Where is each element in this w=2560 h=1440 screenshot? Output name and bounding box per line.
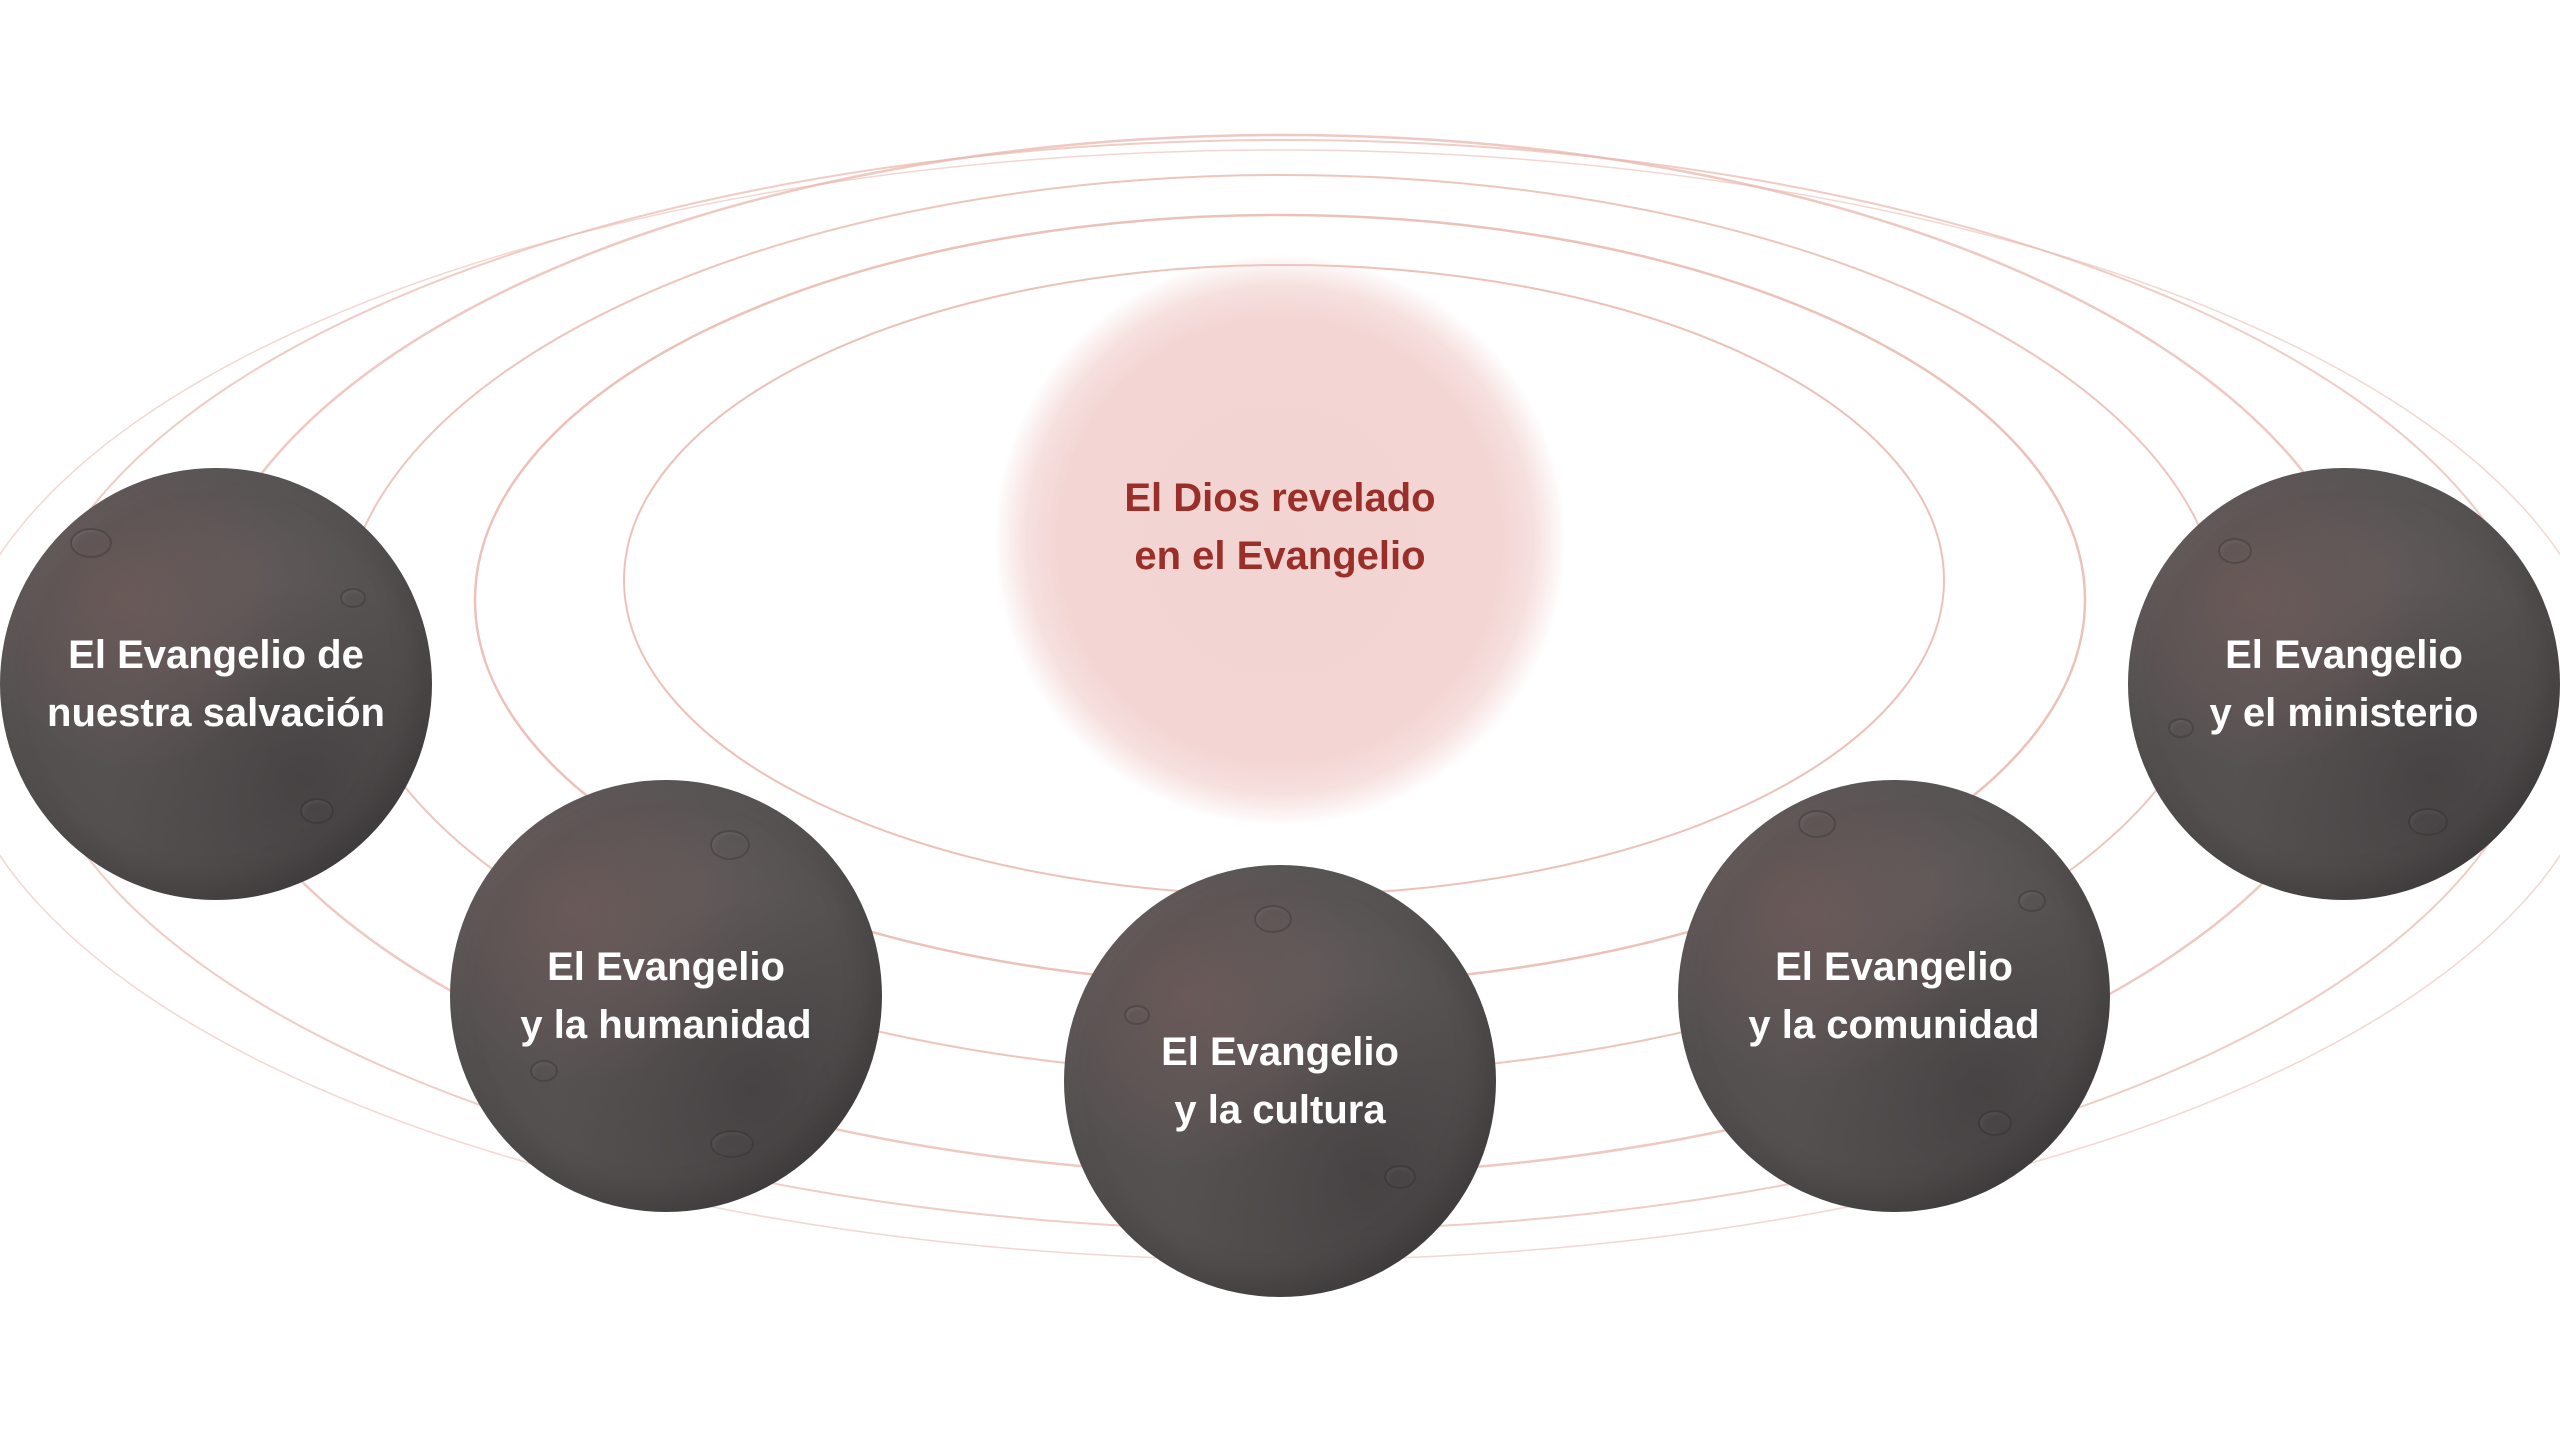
crater-decoration — [1384, 1165, 1416, 1189]
crater-decoration — [1978, 1110, 2012, 1136]
crater-decoration — [2218, 538, 2252, 564]
crater-decoration — [710, 830, 750, 860]
node-label-salvacion: El Evangelio de nuestra salvación — [47, 626, 385, 742]
crater-decoration — [300, 798, 334, 824]
node-label-comunidad: El Evangelio y la comunidad — [1748, 938, 2039, 1054]
crater-decoration — [70, 528, 112, 558]
crater-decoration — [340, 588, 366, 608]
crater-decoration — [1124, 1005, 1150, 1025]
crater-decoration — [2408, 808, 2448, 836]
crater-decoration — [2168, 718, 2194, 738]
node-label-humanidad: El Evangelio y la humanidad — [520, 938, 811, 1054]
center-node: El Dios revelado en el Evangelio — [995, 255, 1565, 825]
crater-decoration — [530, 1060, 558, 1082]
node-salvacion: El Evangelio de nuestra salvación — [0, 468, 432, 900]
center-label: El Dios revelado en el Evangelio — [1124, 469, 1435, 585]
node-cultura: El Evangelio y la cultura — [1064, 865, 1496, 1297]
node-label-ministerio: El Evangelio y el ministerio — [2210, 626, 2479, 742]
node-ministerio: El Evangelio y el ministerio — [2128, 468, 2560, 900]
node-comunidad: El Evangelio y la comunidad — [1678, 780, 2110, 1212]
crater-decoration — [1798, 810, 1836, 838]
node-humanidad: El Evangelio y la humanidad — [450, 780, 882, 1212]
crater-decoration — [2018, 890, 2046, 912]
node-label-cultura: El Evangelio y la cultura — [1161, 1023, 1399, 1139]
crater-decoration — [710, 1130, 754, 1158]
crater-decoration — [1254, 905, 1292, 933]
